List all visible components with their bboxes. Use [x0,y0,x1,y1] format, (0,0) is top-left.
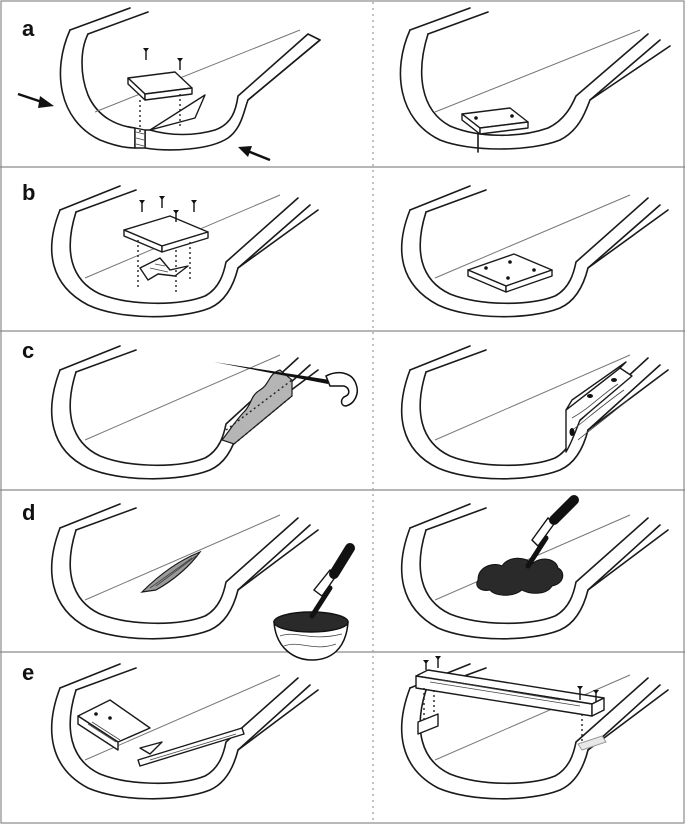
trough-broken-edge [50,663,319,800]
trough-split [59,7,321,151]
splint-plank [127,48,193,135]
trough-crack [50,503,319,640]
trough-patched [400,185,669,318]
patch-board [123,196,209,295]
trough-hole [50,185,319,318]
bowl-icon [273,611,349,661]
panel-label-d: d [22,500,35,525]
panel-d: d [22,495,669,661]
trough-inserted-block [400,345,669,480]
brush-icon [309,543,355,619]
trough-rail-repair [400,656,669,800]
arrow-icon [17,92,54,108]
panel-e: e [22,656,669,800]
trough-filled [400,503,669,640]
trough-repaired [399,7,671,153]
brush-icon [525,495,579,569]
trough-cut [50,345,319,480]
panel-label-c: c [22,338,34,363]
panel-a: a [17,7,671,162]
panel-b: b [22,180,669,318]
arrow-icon [238,146,271,162]
saw-icon [214,362,358,407]
panel-label-e: e [22,660,34,685]
panel-label-a: a [22,16,35,41]
panel-label-b: b [22,180,35,205]
panel-c: c [22,338,669,480]
